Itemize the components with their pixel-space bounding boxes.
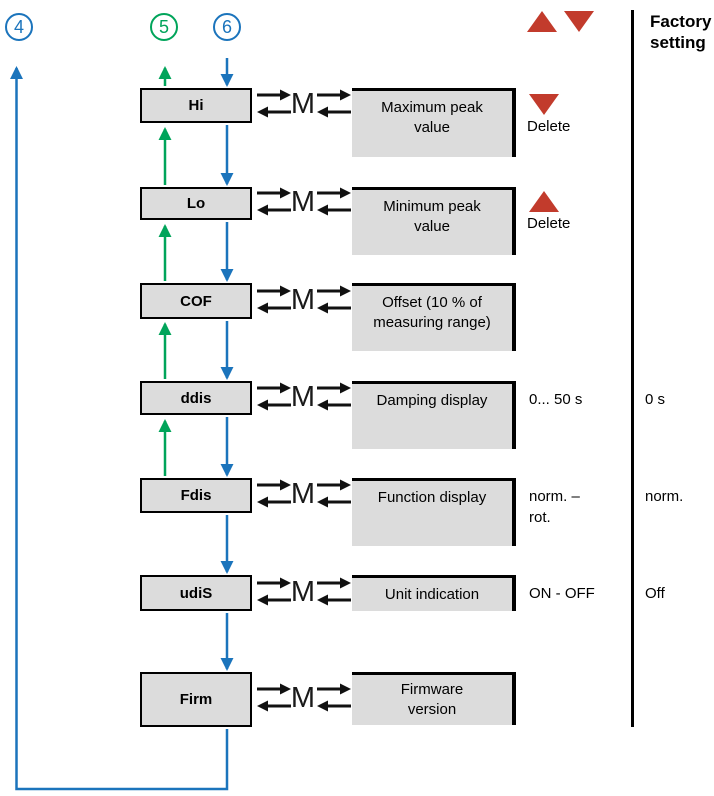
return-loop-line (10, 66, 229, 791)
blue-down-arrows (10, 58, 234, 791)
range-text: ON - OFF (529, 585, 595, 602)
mode-button-label: M (290, 381, 316, 413)
red-up-triangle-icon (527, 11, 557, 32)
description-box: Firmware version (352, 672, 516, 725)
description-text: Maximum peak value (381, 99, 483, 136)
nav-circle-6: 6 (213, 13, 241, 41)
delete-label: Delete (527, 118, 571, 135)
menu-box-hi: Hi (140, 88, 252, 123)
factory-setting-heading: Factory setting (650, 12, 712, 52)
menu-box-lo: Lo (140, 187, 252, 220)
description-box: Function display (352, 478, 516, 546)
description-text: Offset (10 % of measuring range) (373, 294, 491, 331)
description-box: Damping display (352, 381, 516, 449)
red-down-triangle-icon (529, 94, 559, 115)
menu-box-label: ddis (180, 389, 212, 407)
menu-box-label: Firm (179, 691, 213, 708)
description-text: Damping display (376, 392, 488, 409)
description-box: Minimum peak value (352, 187, 516, 255)
delete-action: Delete (527, 94, 570, 135)
menu-box-label: udiS (179, 584, 213, 602)
description-text: Minimum peak value (383, 198, 481, 235)
menu-box-ddis: ddis (140, 381, 252, 415)
delete-action: Delete (527, 191, 570, 232)
nav-circle-4: 4 (5, 13, 33, 41)
menu-box-udis: udiS (140, 575, 252, 611)
description-box: Maximum peak value (352, 88, 516, 157)
mode-button-label: M (290, 284, 316, 316)
factory-column-separator (631, 10, 634, 727)
mode-button-label: M (290, 478, 316, 510)
mode-button-label: M (290, 88, 316, 120)
red-up-triangle-icon (529, 191, 559, 212)
mode-button-label: M (290, 576, 316, 608)
red-down-triangle-icon (564, 11, 594, 32)
menu-box-label: Lo (186, 195, 206, 212)
range-text: norm. – rot. (529, 488, 580, 526)
menu-box-label: Hi (188, 97, 204, 114)
description-text: Unit indication (384, 586, 480, 603)
menu-box-firm: Firm (140, 672, 252, 727)
factory-value: 0 s (645, 391, 666, 408)
description-box: Offset (10 % of measuring range) (352, 283, 516, 351)
menu-box-label: Fdis (180, 487, 212, 504)
range-text: 0... 50 s (529, 391, 583, 408)
description-text: Function display (377, 489, 487, 506)
nav-circle-5: 5 (150, 13, 178, 41)
menu-box-cof: COF (140, 283, 252, 319)
factory-value: Off (645, 585, 665, 602)
description-box: Unit indication (352, 575, 516, 611)
menu-box-fdis: Fdis (140, 478, 252, 513)
delete-label: Delete (527, 215, 571, 232)
factory-value: norm. (645, 488, 684, 505)
menu-box-label: COF (180, 292, 212, 310)
description-text: Firmware version (400, 681, 464, 718)
mode-button-label: M (290, 186, 316, 218)
mode-button-label: M (290, 682, 316, 714)
